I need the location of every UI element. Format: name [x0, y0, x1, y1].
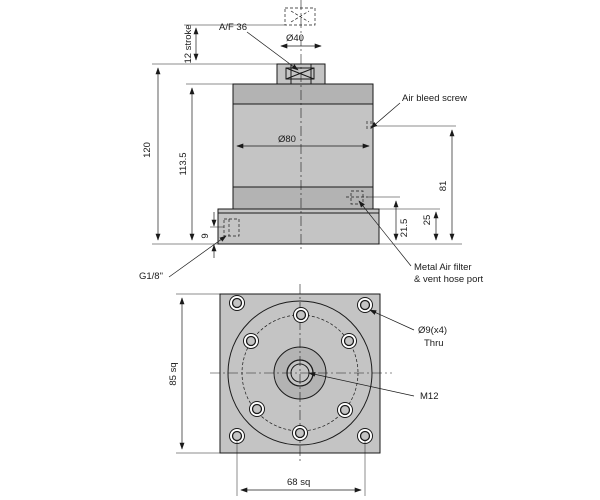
- vent-port-label: & vent hose port: [414, 274, 484, 285]
- height-21-label: 21.5: [399, 219, 410, 238]
- mounting-hole-tl: [229, 295, 245, 311]
- dia40-label: Ø40: [286, 33, 304, 44]
- bolt-head-top: [293, 307, 309, 323]
- stroke-dim-label: 12 stroke: [183, 24, 194, 63]
- mounting-hole-tr: [357, 297, 373, 313]
- af36-label: A/F 36: [219, 22, 247, 33]
- dia80-label: Ø80: [278, 134, 296, 145]
- m12-label: M12: [420, 391, 438, 402]
- side-view: 12 stroke Ø40 A/F 36 120 113.5 Ø80 81 25…: [139, 0, 484, 285]
- mounting-hole-bl: [229, 428, 245, 444]
- height-81-label: 81: [438, 181, 449, 192]
- bolt-head-bottom: [292, 425, 308, 441]
- base-flange: [217, 208, 380, 245]
- plan-view: 85 sq 68 sq Ø9(x4) Thru M12: [168, 284, 447, 496]
- g18-label: G1/8": [139, 271, 163, 282]
- g18-port: [223, 218, 240, 237]
- air-filter-label: Metal Air filter: [414, 262, 472, 273]
- bolt-head-upper-left: [243, 333, 259, 349]
- height-25-label: 25: [422, 215, 433, 226]
- bolt-head-lower-right: [337, 402, 353, 418]
- air-bleed-label: Air bleed screw: [402, 93, 467, 104]
- sq68-label: 68 sq: [287, 477, 310, 488]
- thru-label: Thru: [424, 338, 444, 349]
- bolt-head-lower-left: [249, 401, 265, 417]
- air-filter: [350, 190, 364, 205]
- height-9-label: 9: [200, 233, 211, 238]
- height-120-label: 120: [142, 142, 153, 158]
- dia9-label: Ø9(x4): [418, 325, 447, 336]
- height-113-label: 113.5: [178, 152, 189, 175]
- bolt-head-upper-right: [341, 333, 357, 349]
- stroke-phantom: [284, 7, 316, 26]
- sq85-label: 85 sq: [168, 362, 179, 385]
